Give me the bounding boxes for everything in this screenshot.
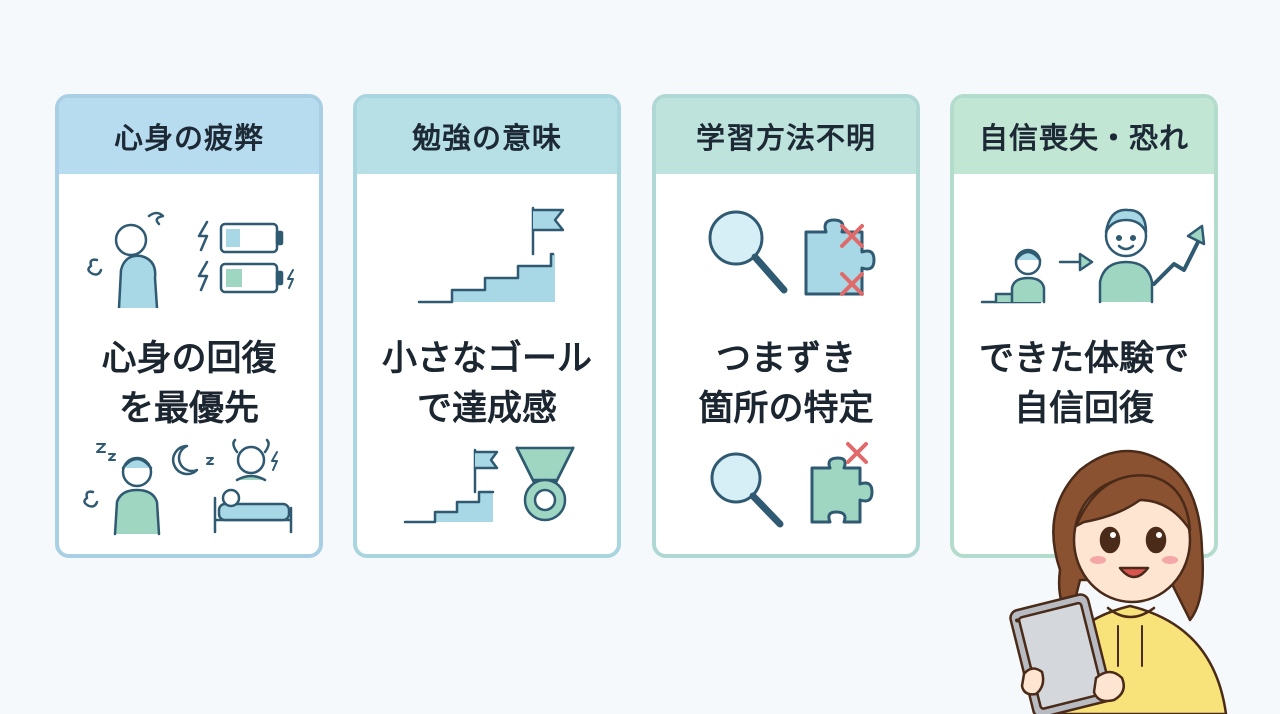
card-title: 学習方法不明 (656, 98, 916, 174)
card-title: 自信喪失・恐れ (954, 98, 1214, 174)
card-solution: できた体験で 自信回復 (978, 339, 1189, 429)
rest-illustration (83, 438, 293, 536)
card-solution: つまずき 箇所の特定 (698, 339, 874, 429)
flag-icon (473, 450, 499, 470)
stairs-illustration (417, 206, 565, 304)
girl-with-tablet-illustration (1009, 449, 1228, 714)
growth-arrow-icon (1152, 224, 1206, 286)
card-solution: 心身の回復 を最優先 (101, 339, 277, 429)
tired-person-icon (87, 211, 165, 308)
small-person-icon (980, 248, 1046, 304)
resting-in-bed-icon (206, 438, 293, 534)
battery-charging-icon (197, 260, 294, 294)
stairs-icon (403, 490, 495, 524)
search-puzzle-illustration (708, 210, 876, 296)
magnifier-icon (710, 452, 784, 528)
medal-icon (515, 446, 575, 522)
achievement-illustration (403, 446, 575, 524)
card-exhaustion: 心身の疲弊 (55, 94, 323, 558)
flag-icon (531, 208, 565, 232)
tired-battery-illustration (87, 211, 294, 308)
card-meaning-of-study: 勉強の意味 小さなゴール で達成感 (353, 94, 621, 558)
card-unknown-method: 学習方法不明 つまずき 箇所の特定 (652, 94, 920, 558)
puzzle-piece-icon (804, 218, 876, 296)
cross-mark-icon (846, 442, 868, 464)
search-puzzle-illustration-2 (710, 442, 874, 528)
moon-icon (171, 444, 199, 476)
stairs-icon (417, 252, 555, 304)
card-solution: 小さなゴール で達成感 (381, 339, 592, 429)
battery-low-icon (197, 220, 284, 254)
puzzle-piece-icon (810, 456, 874, 524)
card-title: 勉強の意味 (357, 98, 617, 174)
magnifier-icon (708, 210, 788, 294)
arrow-right-icon (1058, 252, 1094, 272)
growth-illustration (980, 208, 1206, 304)
cross-mark-icon (840, 224, 864, 296)
sleeping-person-icon (83, 443, 161, 536)
happy-person-icon (1098, 208, 1154, 304)
card-title: 心身の疲弊 (59, 98, 319, 174)
